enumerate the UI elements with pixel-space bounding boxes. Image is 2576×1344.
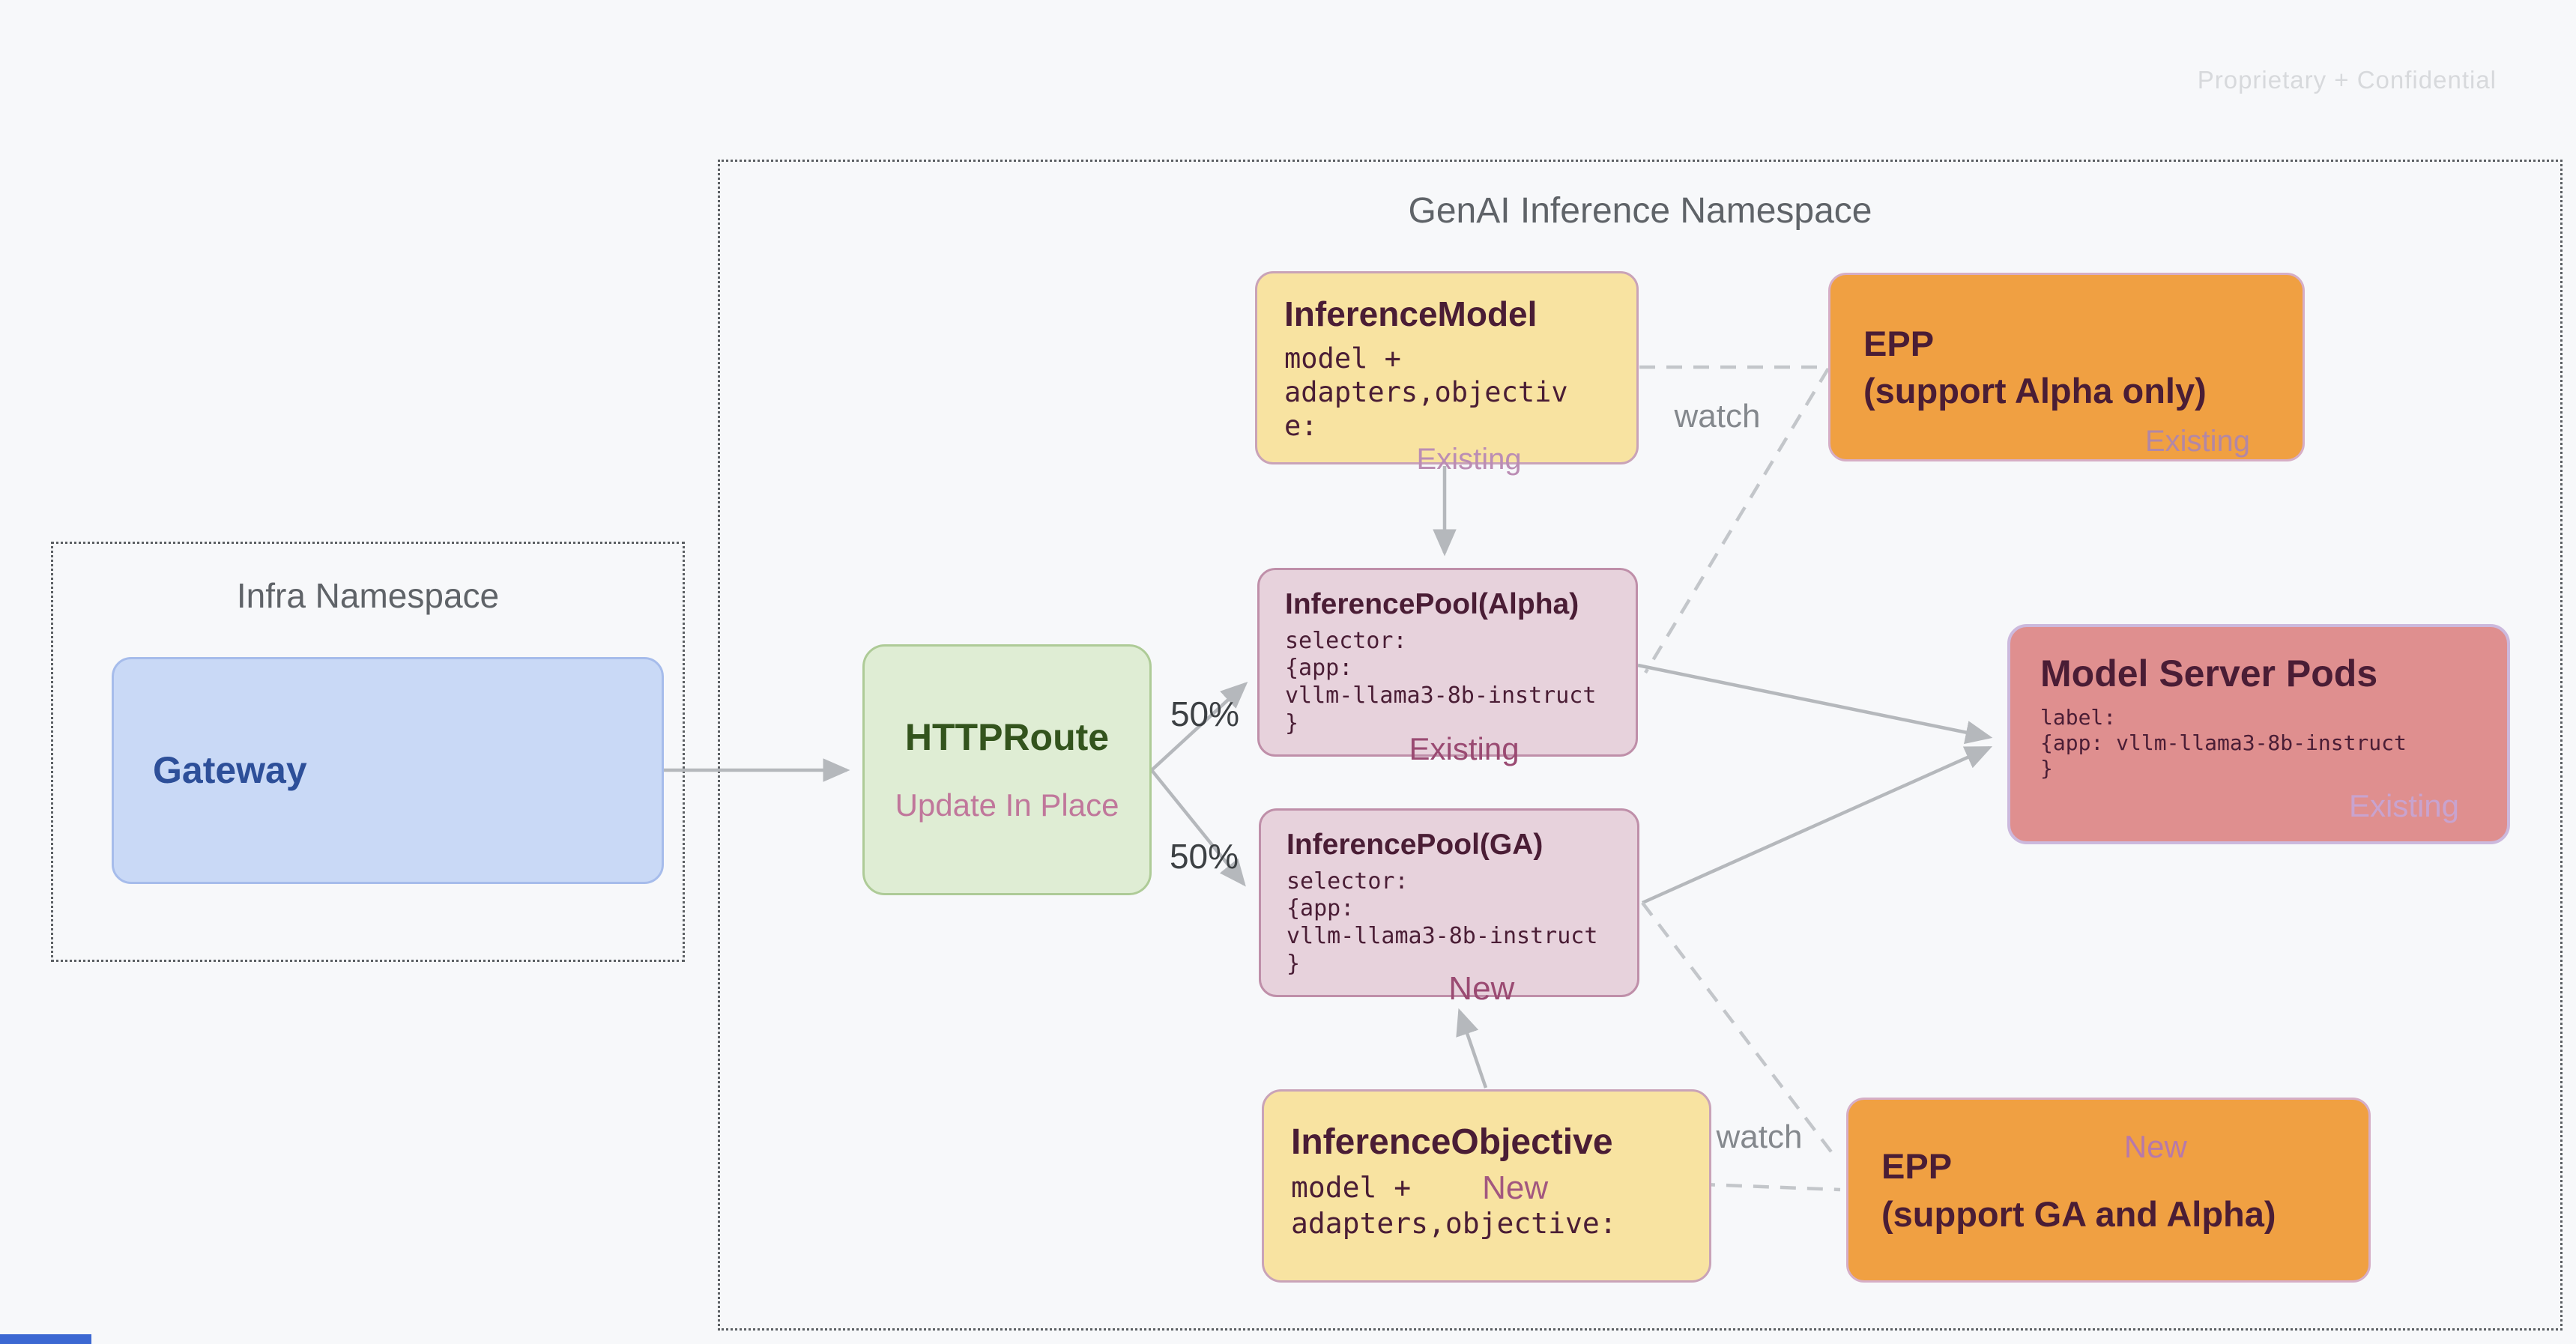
- inference-objective-status: New: [1482, 1169, 1549, 1206]
- epp-ga-title: EPP: [1881, 1146, 1953, 1187]
- watch-bottom-label: watch: [1716, 1119, 1803, 1155]
- infra-namespace-frame: Infra Namespace: [51, 542, 685, 962]
- model-server-pods-label: label: {app: vllm-llama3-8b-instruct }: [2040, 704, 2407, 781]
- gateway-title: Gateway: [153, 748, 307, 791]
- inference-objective-spec-line1: model +: [1291, 1171, 1412, 1205]
- inference-objective-spec-row: model + New: [1291, 1170, 1682, 1206]
- epp-alpha-status: Existing: [2144, 425, 2250, 458]
- split-bottom-label: 50%: [1169, 837, 1239, 876]
- node-epp-alpha: EPP (support Alpha only) Existing: [1828, 273, 2305, 461]
- epp-alpha-title: EPP: [1863, 323, 1935, 363]
- httproute-title: HTTPRoute: [904, 715, 1110, 758]
- model-server-pods-title: Model Server Pods: [2040, 653, 2378, 694]
- inference-model-status: Existing: [1416, 443, 1522, 476]
- epp-ga-status: New: [2123, 1129, 2187, 1164]
- epp-ga-subtitle: (support GA and Alpha): [1881, 1193, 2276, 1234]
- watermark-text: Proprietary + Confidential: [2197, 66, 2497, 94]
- slide-corner-accent: [0, 1334, 91, 1344]
- inference-model-title: InferenceModel: [1284, 294, 1538, 333]
- model-server-pods-status: Existing: [2348, 788, 2459, 823]
- httproute-subtitle: Update In Place: [895, 787, 1119, 823]
- node-inference-model: InferenceModel model + adapters,objectiv…: [1255, 271, 1639, 474]
- node-inference-pool-alpha: InferencePool(Alpha) selector: {app: vll…: [1257, 568, 1638, 765]
- node-httproute: HTTPRoute Update In Place: [862, 644, 1152, 895]
- split-top-label: 50%: [1170, 694, 1240, 733]
- genai-namespace-frame: GenAI Inference Namespace: [718, 160, 2563, 1331]
- node-model-server-pods: Model Server Pods label: {app: vllm-llam…: [2007, 624, 2510, 844]
- pool-ga-selector: selector: {app: vllm-llama3-8b-instruct …: [1287, 868, 1598, 977]
- pool-alpha-selector: selector: {app: vllm-llama3-8b-instruct …: [1285, 627, 1597, 736]
- watch-top-label: watch: [1674, 398, 1761, 435]
- pool-alpha-title: InferencePool(Alpha): [1285, 588, 1579, 620]
- inference-objective-title: InferenceObjective: [1291, 1122, 1613, 1162]
- genai-namespace-title: GenAI Inference Namespace: [1408, 191, 1872, 231]
- node-inference-pool-ga: InferencePool(GA) selector: {app: vllm-l…: [1259, 808, 1639, 1005]
- node-gateway: Gateway: [112, 657, 664, 884]
- inference-model-spec: model + adapters,objectiv e:: [1284, 342, 1568, 443]
- epp-alpha-subtitle: (support Alpha only): [1863, 371, 2207, 411]
- node-inference-objective: InferenceObjective model + New adapters,…: [1262, 1089, 1711, 1283]
- inference-objective-spec-line2: adapters,objective:: [1291, 1206, 1617, 1240]
- node-epp-ga: EPP (support GA and Alpha) New: [1846, 1098, 2371, 1283]
- pool-ga-status: New: [1448, 970, 1515, 1007]
- pool-ga-title: InferencePool(GA): [1287, 829, 1544, 861]
- pool-alpha-status: Existing: [1409, 731, 1520, 766]
- infra-namespace-title: Infra Namespace: [236, 576, 500, 615]
